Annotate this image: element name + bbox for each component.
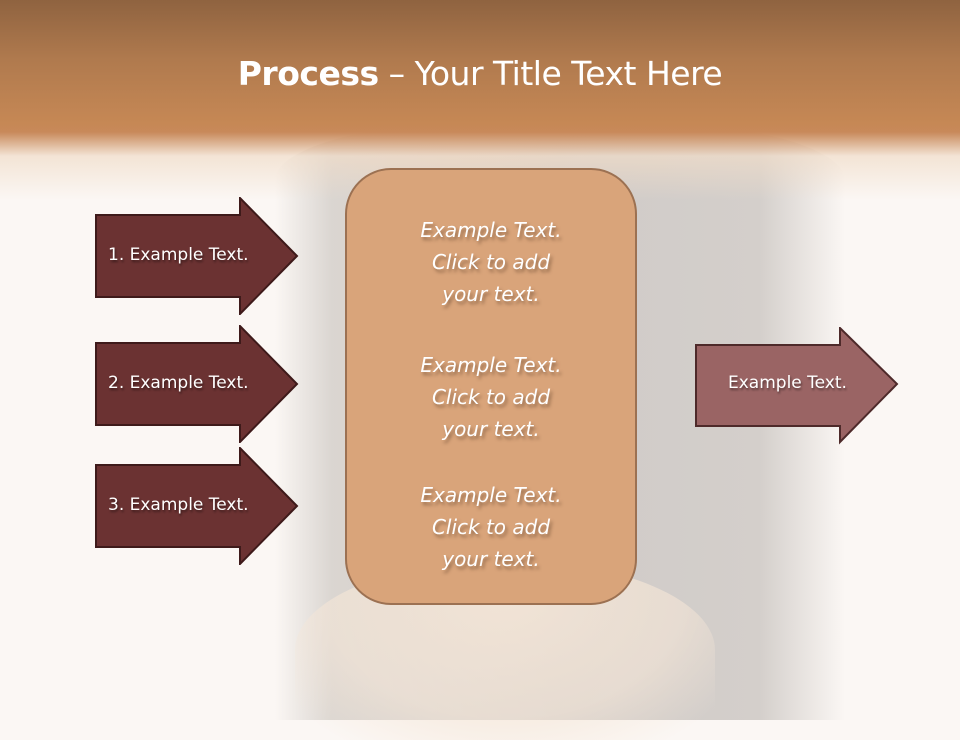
- text-line: your text.: [442, 547, 540, 571]
- left-arrow-3[interactable]: 3. Example Text.: [95, 447, 300, 565]
- right-arrow[interactable]: Example Text.: [695, 327, 900, 445]
- center-text-box[interactable]: Example Text. Click to add your text. Ex…: [345, 168, 637, 605]
- arrow-right-icon: [95, 197, 299, 315]
- text-line: your text.: [442, 282, 540, 306]
- text-line: Click to add: [431, 515, 551, 539]
- arrow-right-icon: [695, 327, 899, 445]
- arrow-right-icon: [95, 325, 299, 443]
- arrow-label: 1. Example Text.: [108, 245, 249, 265]
- slide-title[interactable]: Process – Your Title Text Here: [0, 52, 960, 96]
- text-line: your text.: [442, 417, 540, 441]
- text-block-1[interactable]: Example Text. Click to add your text.: [347, 214, 635, 310]
- title-bold: Process: [237, 54, 379, 93]
- text-line: Example Text.: [420, 483, 562, 507]
- text-line: Click to add: [431, 385, 551, 409]
- arrow-right-icon: [95, 447, 299, 565]
- left-arrow-2[interactable]: 2. Example Text.: [95, 325, 300, 443]
- text-line: Example Text.: [420, 218, 562, 242]
- text-line: Click to add: [431, 250, 551, 274]
- text-block-2[interactable]: Example Text. Click to add your text.: [347, 349, 635, 445]
- title-rest: – Your Title Text Here: [378, 54, 723, 93]
- title-banner: [0, 0, 960, 200]
- arrow-label: 2. Example Text.: [108, 373, 249, 393]
- text-block-3[interactable]: Example Text. Click to add your text.: [347, 479, 635, 575]
- text-line: Example Text.: [420, 353, 562, 377]
- arrow-label: Example Text.: [728, 373, 847, 393]
- left-arrow-1[interactable]: 1. Example Text.: [95, 197, 300, 315]
- arrow-label: 3. Example Text.: [108, 495, 249, 515]
